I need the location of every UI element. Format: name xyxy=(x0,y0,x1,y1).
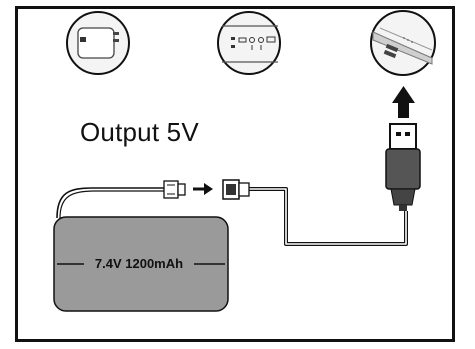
jst-plug-icon xyxy=(163,180,186,199)
right-arrow-icon xyxy=(193,183,213,195)
output-cable xyxy=(248,187,408,246)
usb-port-icon xyxy=(370,10,436,76)
battery-spec-label: 7.4V 1200mAh xyxy=(84,256,194,271)
usb-plug-icon xyxy=(385,123,421,211)
jst-socket-icon xyxy=(222,179,250,200)
device-ports-icon xyxy=(217,11,281,75)
output-voltage-label: Output 5V xyxy=(80,117,199,147)
battery-leads xyxy=(56,187,165,219)
up-arrow-icon xyxy=(392,86,415,118)
wall-adapter-icon xyxy=(66,11,130,75)
